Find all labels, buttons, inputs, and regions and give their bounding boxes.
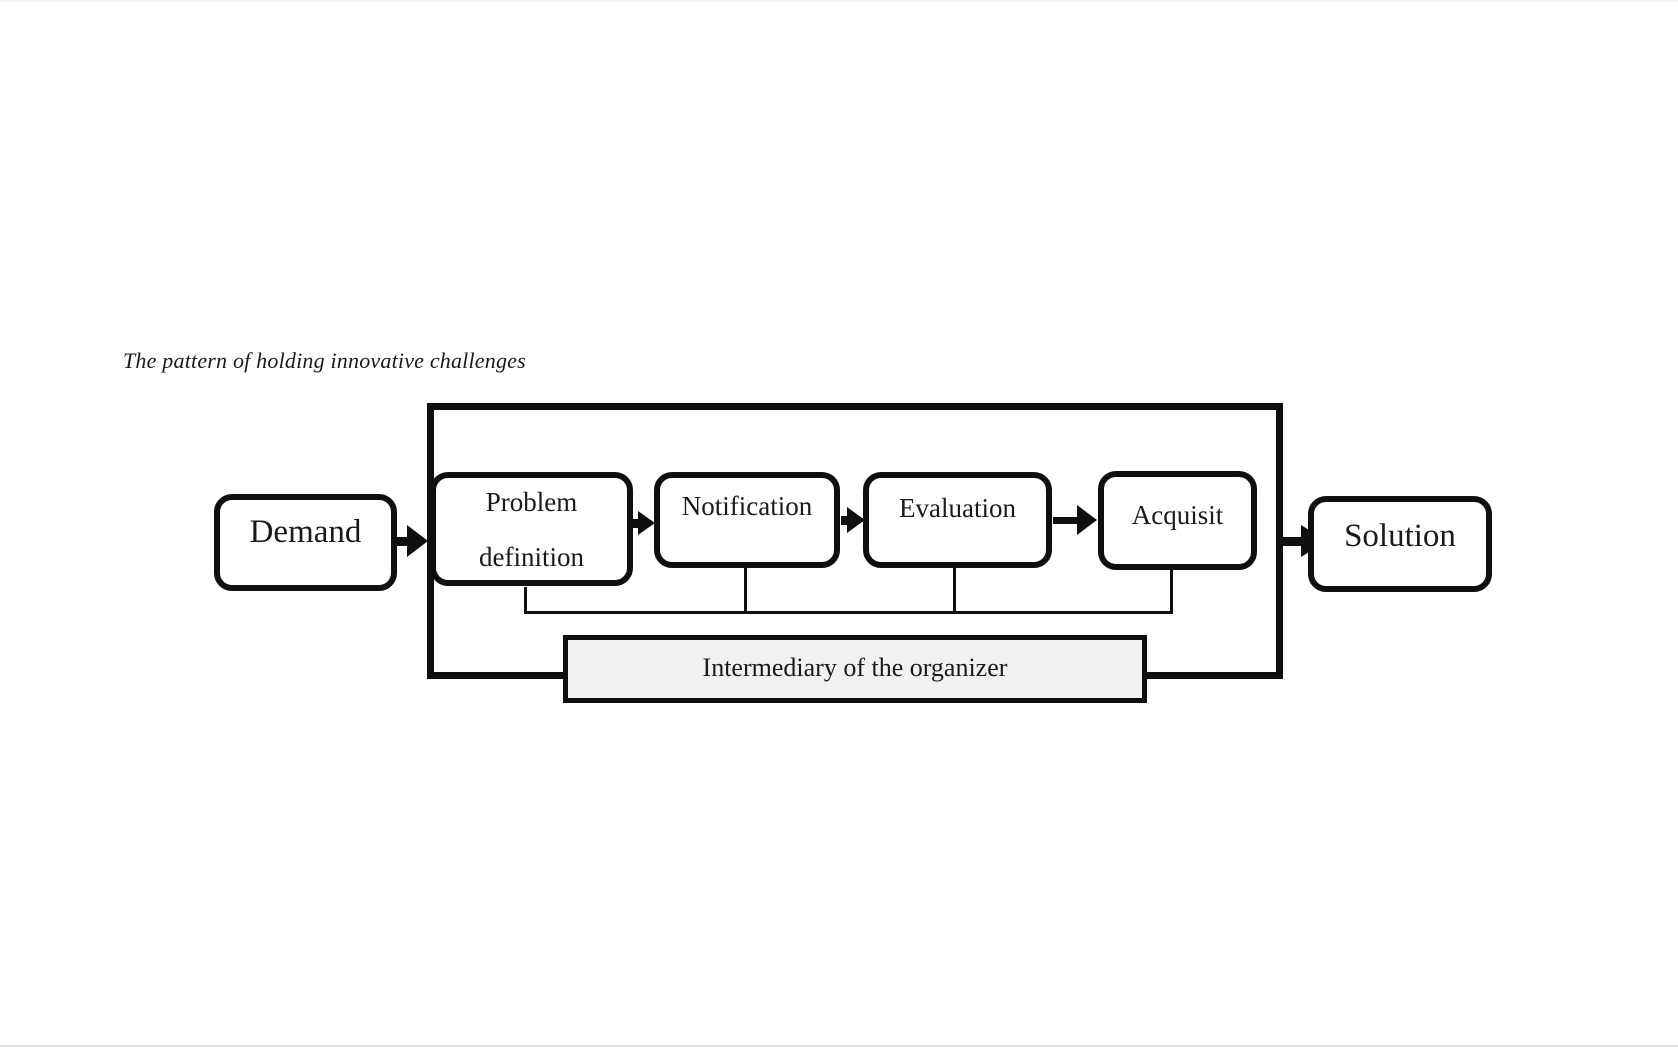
node-notification: Notification (654, 472, 840, 568)
arrow-boundary-to-solution-shaft (1283, 537, 1303, 546)
connector-evaluation-to-bus (953, 565, 956, 614)
node-acquisit: Acquisit (1098, 471, 1257, 570)
connector-acquisit-to-bus (1170, 567, 1173, 614)
node-demand-label: Demand (249, 514, 362, 551)
node-acquisit-label: Acquisit (1131, 499, 1224, 530)
node-evaluation: Evaluation (863, 472, 1052, 568)
connector-bus-line (525, 611, 1173, 614)
node-intermediary-label: Intermediary of the organizer (702, 653, 1008, 683)
arrow-notification-to-evaluation-shaft (841, 516, 849, 525)
arrow-demand-to-problem-head-icon (407, 525, 428, 557)
node-problem-definition-label-line2: definition (479, 541, 584, 572)
node-notification-label: Notification (681, 491, 813, 522)
arrow-problem-to-notification-shaft (632, 519, 640, 528)
node-problem-definition-label-line1: Problem (485, 486, 578, 517)
node-solution: Solution (1308, 496, 1492, 592)
node-problem-definition: Problem definition (430, 472, 633, 586)
arrow-problem-to-notification-head-icon (638, 511, 655, 535)
page-bottom-divider (0, 1045, 1678, 1047)
node-intermediary-of-organizer: Intermediary of the organizer (563, 635, 1147, 703)
arrow-demand-to-problem-shaft (395, 537, 409, 546)
arrow-evaluation-to-acquisit-head-icon (1077, 505, 1097, 535)
page-top-divider (0, 0, 1678, 2)
node-solution-label: Solution (1344, 518, 1456, 555)
node-demand: Demand (214, 494, 397, 591)
arrow-notification-to-evaluation-head-icon (847, 507, 865, 533)
node-evaluation-label: Evaluation (899, 493, 1016, 524)
connector-problem-to-bus (524, 587, 527, 614)
arrow-evaluation-to-acquisit-shaft (1053, 517, 1079, 524)
figure-caption: The pattern of holding innovative challe… (123, 348, 526, 373)
connector-notification-to-bus (744, 565, 747, 614)
